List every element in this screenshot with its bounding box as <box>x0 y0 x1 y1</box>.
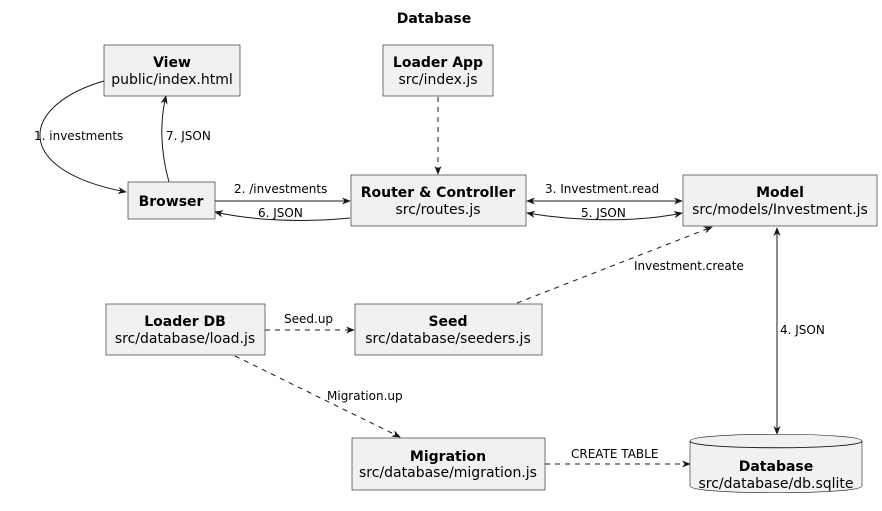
edge-label-investment-create: Investment.create <box>634 259 744 273</box>
database-cylinder-rim <box>689 440 863 449</box>
node-view[interactable]: View public/index.html <box>103 44 241 97</box>
edge-label-json-7: 7. JSON <box>166 129 211 143</box>
node-title: Loader App <box>393 55 483 71</box>
node-browser[interactable]: Browser <box>127 181 216 220</box>
node-subtitle: src/database/migration.js <box>359 465 537 481</box>
node-subtitle: src/database/seeders.js <box>365 331 530 347</box>
node-subtitle: src/database/load.js <box>115 331 255 347</box>
node-loader-app[interactable]: Loader App src/index.js <box>382 44 494 97</box>
edge-label-json-5: 5. JSON <box>581 206 626 220</box>
node-title: Seed <box>428 314 467 330</box>
edge-label-json-6: 6. JSON <box>258 206 303 220</box>
node-title: View <box>153 55 191 71</box>
node-title: Browser <box>139 194 204 210</box>
node-title: Loader DB <box>144 314 226 330</box>
edge-browser-to-view <box>160 95 170 183</box>
edge-seed-to-model <box>516 226 713 304</box>
edge-label-json-4: 4. JSON <box>780 323 825 337</box>
node-title: Migration <box>410 449 486 465</box>
edges: 1. investments 7. JSON 2. /investments 6… <box>34 80 825 468</box>
node-subtitle: src/routes.js <box>395 202 480 218</box>
node-title: Database <box>739 459 814 475</box>
edge-router-to-browser <box>214 210 351 221</box>
diagram-title: Database <box>397 11 472 27</box>
edge-label-create-table: CREATE TABLE <box>571 447 658 461</box>
node-subtitle: src/index.js <box>398 72 477 88</box>
edge-loaderdb-to-migration <box>234 355 401 438</box>
edge-model-to-router <box>526 210 683 221</box>
node-seed[interactable]: Seed src/database/seeders.js <box>354 303 543 356</box>
edge-label-migration-up: Migration.up <box>327 389 403 403</box>
edge-label-investments: 1. investments <box>34 129 123 143</box>
node-loader-db[interactable]: Loader DB src/database/load.js <box>105 303 266 356</box>
edge-view-to-browser <box>39 80 127 195</box>
node-title: Model <box>756 185 804 201</box>
node-database[interactable]: Database src/database/db.sqlite <box>689 433 863 494</box>
edge-label-investment-read: 3. Investment.read <box>545 182 659 196</box>
database-cylinder-icon <box>689 433 863 494</box>
edge-label-seed-up: Seed.up <box>284 312 333 326</box>
node-subtitle: public/index.html <box>111 72 232 88</box>
node-title: Router & Controller <box>361 185 516 201</box>
node-router-controller[interactable]: Router & Controller src/routes.js <box>350 174 527 227</box>
edge-label-investments-route: 2. /investments <box>234 182 327 196</box>
node-subtitle: src/models/Investment.js <box>692 202 868 218</box>
node-migration[interactable]: Migration src/database/migration.js <box>351 437 546 491</box>
node-subtitle: src/database/db.sqlite <box>698 476 853 492</box>
node-model[interactable]: Model src/models/Investment.js <box>682 174 878 227</box>
